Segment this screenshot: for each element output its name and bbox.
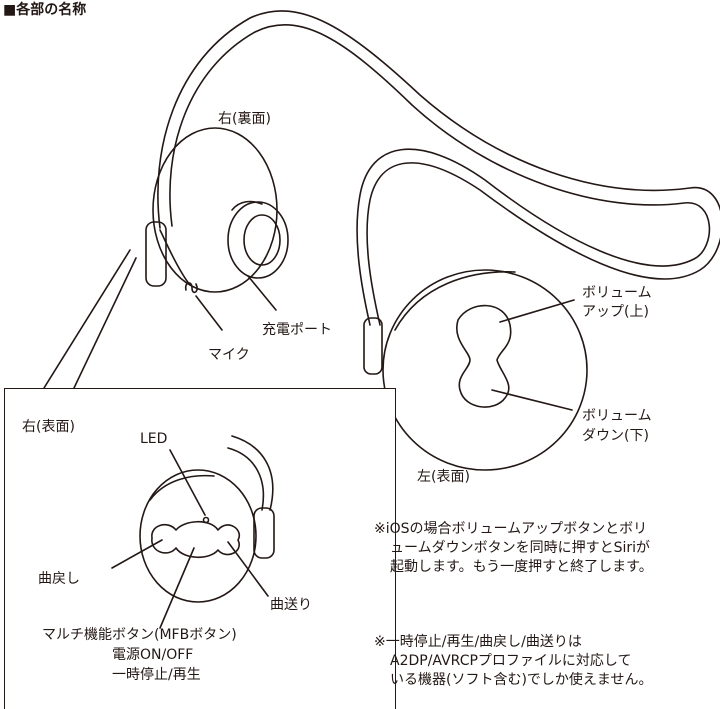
speaker-knob-inner (243, 214, 281, 266)
note1-line2: ュームダウンボタンを同時に押すとSiriが (390, 540, 651, 556)
label-led: LED (140, 431, 168, 447)
note1-line1: ※iOSの場合ボリュームアップボタンとボリ (374, 521, 648, 537)
label-volume-down-1: ボリューム (582, 408, 652, 424)
label-mfb-1: マルチ機能ボタン(MFBボタン) (42, 627, 237, 643)
left-button-group (455, 304, 512, 408)
label-volume-up-1: ボリューム (582, 285, 652, 301)
note1-line3: 起動します。もう一度押すと終了します。 (390, 559, 653, 575)
left-earcup (382, 269, 588, 471)
note2-line2: A2DP/AVRCPプロファイルに対応して (390, 653, 632, 669)
inset-right-front (4, 388, 396, 709)
left-arm-cap (363, 317, 383, 375)
label-mfb-3: 一時停止/再生 (112, 667, 201, 683)
inset-button-group (151, 520, 241, 559)
section-title: ■各部の名称 (3, 2, 87, 18)
right-arm-cap (145, 221, 167, 287)
label-next-track: 曲送り (270, 597, 312, 613)
neckband-outer (157, 10, 720, 326)
label-mfb-2: 電源ON/OFF (112, 647, 194, 663)
note2-line1: ※一時停止/再生/曲戻し/曲送りは (374, 634, 582, 650)
label-right-front: 右(表面) (22, 419, 75, 435)
neckband-inner (169, 24, 711, 326)
label-left-front: 左(表面) (417, 469, 470, 485)
label-prev-track: 曲戻し (38, 571, 80, 587)
mic-mark (184, 282, 198, 294)
inset-arm-cap (253, 507, 275, 559)
note2-line3: いる機器(ソフト含む)でしか使えません。 (390, 672, 653, 688)
label-volume-down-2: ダウン(下) (582, 428, 649, 444)
label-charge-port: 充電ポート (262, 322, 332, 338)
label-volume-up-2: アップ(上) (582, 304, 649, 320)
inset-earcup (139, 469, 257, 603)
label-right-back: 右(裏面) (218, 111, 271, 127)
label-mic: マイク (208, 347, 250, 363)
